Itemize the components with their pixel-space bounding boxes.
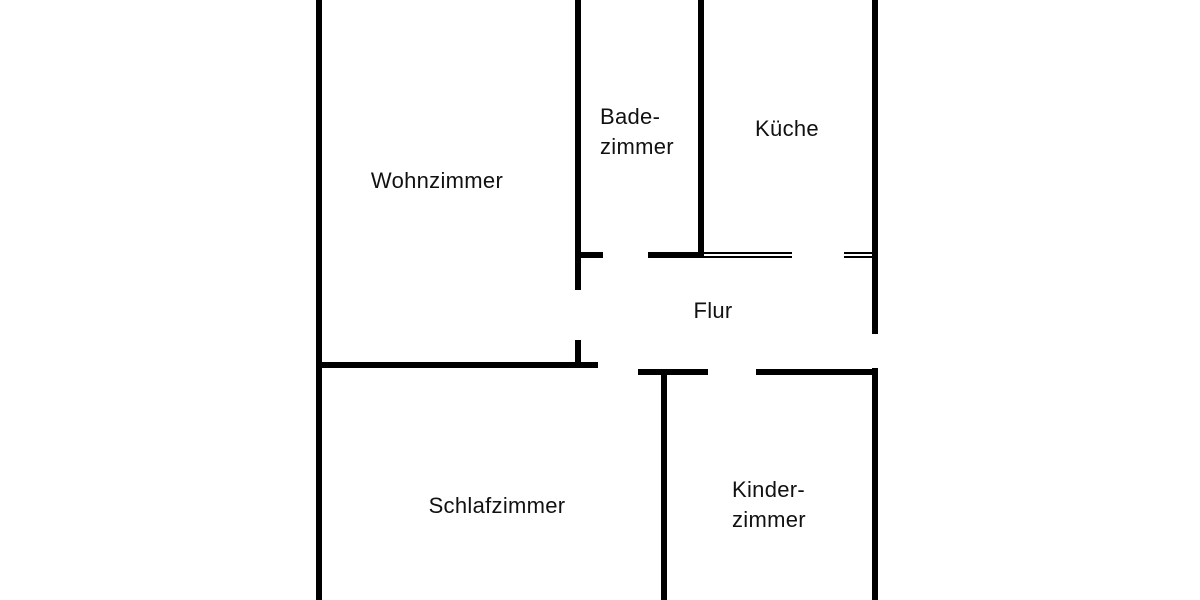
wall-badezimmer-kueche-divider bbox=[698, 0, 704, 258]
room-label-kinderzimmer: Kinder- zimmer bbox=[732, 475, 806, 535]
wall-outer-left bbox=[316, 0, 322, 600]
room-label-kinderzimmer-line1: Kinder- bbox=[732, 477, 806, 502]
wall-schlafzimmer-top bbox=[316, 362, 598, 368]
room-label-wohnzimmer: Wohnzimmer bbox=[370, 168, 504, 193]
wall-kueche-opening-top-line bbox=[704, 252, 792, 254]
wall-kueche-opening2-bottom-line bbox=[844, 256, 872, 258]
room-label-kueche: Küche bbox=[755, 116, 819, 141]
room-label-badezimmer: Bade- zimmer bbox=[600, 102, 674, 162]
wall-badezimmer-bottom bbox=[648, 252, 704, 258]
wall-outer-right-bottom bbox=[872, 368, 878, 600]
room-label-kinderzimmer-line2: zimmer bbox=[732, 507, 806, 532]
wall-flur-bottom-right bbox=[756, 369, 878, 375]
wall-outer-right-top bbox=[872, 0, 878, 334]
wall-kueche-opening-bottom-line bbox=[704, 256, 792, 258]
wall-kueche-opening2-top-line bbox=[844, 252, 872, 254]
wall-wohnzimmer-badezimmer-divider bbox=[575, 0, 581, 290]
wall-schlafzimmer-kinderzimmer-divider bbox=[661, 369, 667, 600]
room-label-badezimmer-line2: zimmer bbox=[600, 134, 674, 159]
wall-flur-bottom-middle bbox=[638, 369, 708, 375]
room-label-schlafzimmer: Schlafzimmer bbox=[428, 493, 566, 518]
wall-flur-left-lower-stub bbox=[575, 340, 581, 368]
room-label-badezimmer-line1: Bade- bbox=[600, 104, 661, 129]
room-label-flur: Flur bbox=[693, 298, 733, 323]
wall-flur-top-left-stub bbox=[575, 252, 603, 258]
